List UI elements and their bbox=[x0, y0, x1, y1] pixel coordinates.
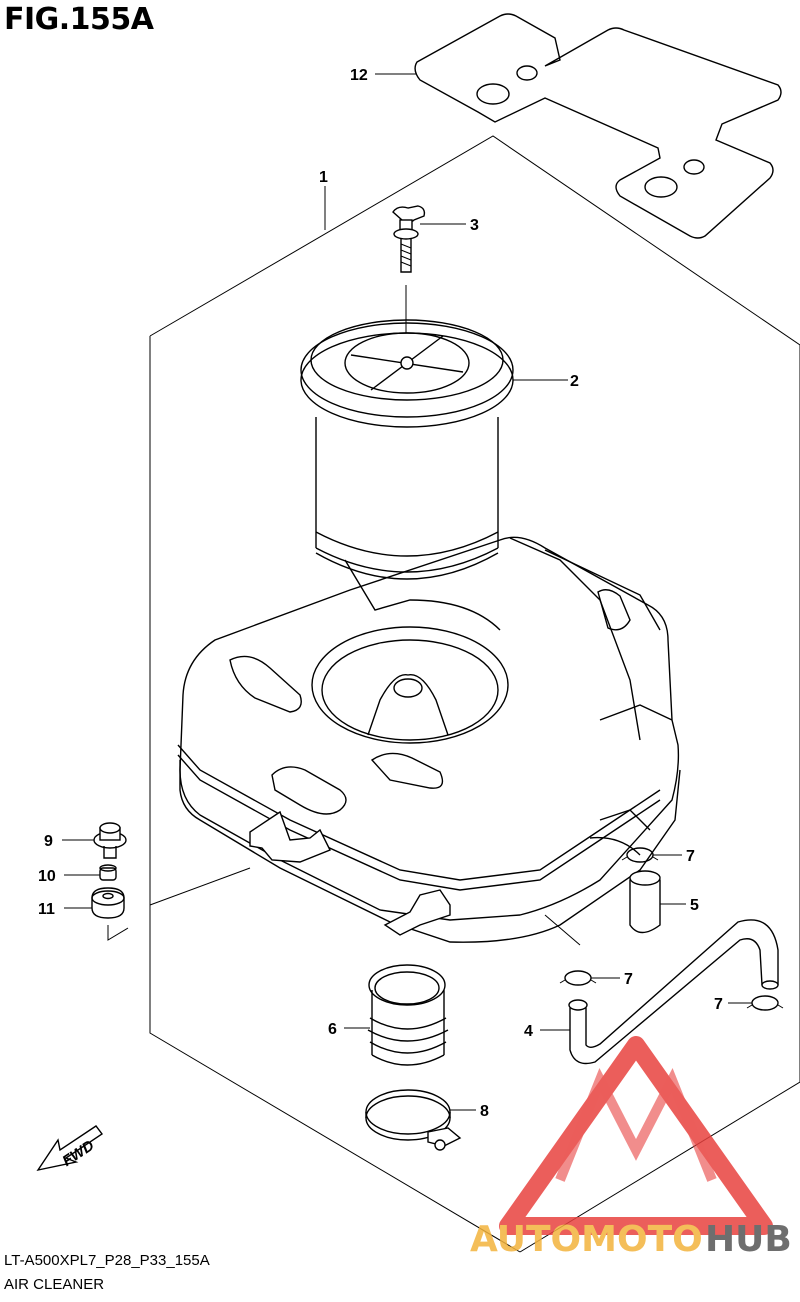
callout-2: 2 bbox=[570, 373, 579, 390]
watermark-text-main: AUTOMOTO bbox=[470, 1219, 703, 1260]
part-10-collar bbox=[99, 864, 117, 881]
callout-7-right: 7 bbox=[714, 996, 723, 1013]
figure-model-code: LT-A500XPL7_P28_P33_155A bbox=[4, 1252, 210, 1269]
callout-9: 9 bbox=[44, 833, 53, 850]
part-9-bolt bbox=[93, 822, 127, 859]
watermark-triangle-icon bbox=[499, 1036, 773, 1235]
callout-11: 11 bbox=[38, 901, 55, 918]
part-7-clip-right bbox=[746, 995, 784, 1011]
callout-5: 5 bbox=[690, 897, 699, 914]
part-12-cover-plate bbox=[414, 13, 782, 239]
callout-10: 10 bbox=[38, 868, 56, 885]
part-5-hose bbox=[629, 870, 661, 934]
callout-7-middle: 7 bbox=[624, 971, 633, 988]
leader-lines bbox=[62, 73, 752, 1111]
callout-6: 6 bbox=[328, 1021, 337, 1038]
part-4-bent-hose bbox=[544, 914, 779, 1065]
callout-12: 12 bbox=[350, 67, 368, 84]
callout-8: 8 bbox=[480, 1103, 489, 1120]
callout-4: 4 bbox=[524, 1023, 533, 1040]
watermark-logo: AUTOMOTO HUB bbox=[470, 1036, 792, 1260]
figure-title: FIG.155A bbox=[4, 2, 154, 37]
part-11-grommet bbox=[91, 867, 251, 941]
part-2-air-filter-element bbox=[300, 319, 514, 580]
part-6-intake-tube bbox=[367, 964, 449, 1066]
callout-1: 1 bbox=[319, 169, 328, 186]
watermark-text-hub: HUB bbox=[705, 1219, 792, 1260]
callout-7-upper: 7 bbox=[686, 848, 695, 865]
part-7-clip-middle bbox=[559, 970, 597, 986]
figure-assembly-name: AIR CLEANER bbox=[4, 1276, 105, 1293]
part-1-air-cleaner-box bbox=[177, 536, 681, 943]
callout-3: 3 bbox=[470, 217, 479, 234]
part-8-clamp bbox=[365, 1089, 462, 1151]
fwd-direction-arrow: FWD bbox=[36, 1125, 104, 1172]
